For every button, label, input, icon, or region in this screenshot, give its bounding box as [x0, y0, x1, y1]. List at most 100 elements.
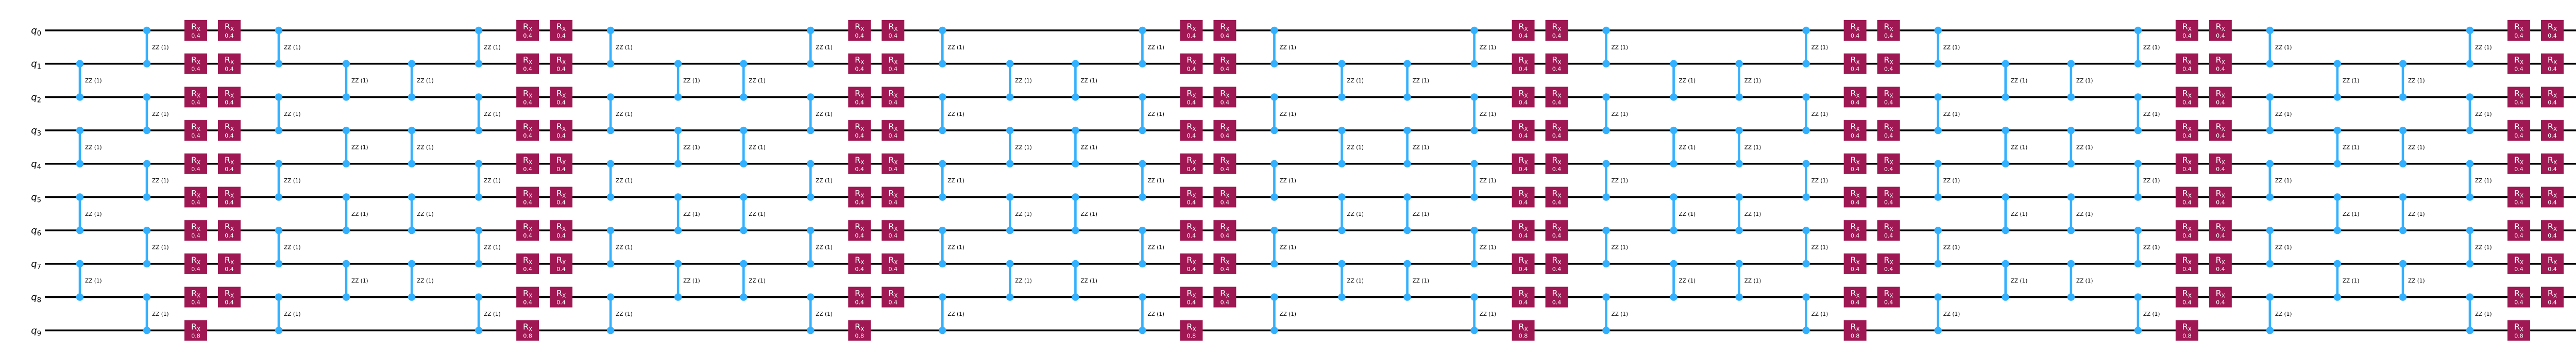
zz-gate-label: ZZ (1)	[1744, 278, 1761, 284]
rx-gate-box	[2175, 153, 2198, 174]
zz-control-dot	[1006, 126, 1014, 134]
rx-gate-symbol: RX	[2514, 289, 2523, 299]
rx-gate-box	[516, 87, 539, 108]
zz-gate-label: ZZ (1)	[2011, 78, 2028, 84]
rx-gate-box	[184, 320, 207, 341]
zz-control-dot	[1270, 26, 1278, 35]
zz-control-dot	[1139, 293, 1146, 301]
zz-control-dot	[2399, 60, 2407, 67]
rx-gate-angle: 0.4	[1552, 132, 1562, 139]
zz-control-dot	[1072, 193, 1079, 201]
rx-gate-symbol: RX	[1518, 55, 1528, 66]
rx-gate-symbol: RX	[523, 55, 532, 66]
rx-gate-symbol: RX	[1552, 289, 1561, 299]
rx-gate-symbol: RX	[1552, 88, 1561, 99]
rx-gate-angle: 0.4	[523, 299, 532, 306]
zz-gate-label: ZZ (1)	[417, 211, 434, 217]
zz-gate-label: ZZ (1)	[284, 44, 301, 50]
rx-gate-angle: 0.4	[1221, 166, 1230, 173]
zz-control-dot	[1470, 60, 1478, 67]
zz-control-dot	[2067, 293, 2075, 301]
rx-gate-box	[2507, 53, 2530, 74]
rx-gate-symbol: RX	[1187, 255, 1196, 266]
rx-gate-symbol: RX	[191, 122, 200, 132]
zz-control-dot	[606, 60, 615, 67]
rx-gate-symbol: RX	[2182, 222, 2192, 232]
rx-gate-angle: 0.4	[1187, 266, 1196, 273]
zz-gate-label: ZZ (1)	[2475, 178, 2492, 184]
zz-control-dot	[143, 93, 151, 101]
rx-gate-box	[848, 53, 871, 74]
zz-control-dot	[1670, 93, 1677, 101]
zz-control-dot	[76, 260, 84, 268]
rx-gate-symbol: RX	[855, 189, 864, 199]
rx-gate-box	[848, 320, 871, 341]
zz-control-dot	[1338, 60, 1346, 67]
zz-control-dot	[342, 126, 350, 134]
zz-control-dot	[2067, 193, 2075, 201]
zz-control-dot	[1006, 193, 1014, 201]
zz-control-dot	[2002, 260, 2009, 268]
zz-gate-label: ZZ (1)	[749, 278, 766, 284]
rx-gate-angle: 0.4	[1851, 299, 1860, 306]
zz-control-dot	[1735, 60, 1743, 67]
zz-control-dot	[408, 260, 416, 268]
rx-gate-box	[2540, 53, 2564, 74]
rx-gate-angle: 0.4	[1884, 99, 1893, 106]
zz-gate-label: ZZ (1)	[2076, 144, 2093, 150]
zz-control-dot	[1670, 260, 1677, 268]
zz-control-dot	[1470, 160, 1478, 167]
zz-gate-label: ZZ (1)	[1744, 144, 1761, 150]
rx-gate-box	[848, 120, 871, 141]
zz-control-dot	[1735, 160, 1743, 167]
rx-gate-symbol: RX	[1518, 155, 1528, 166]
rx-gate-box	[1843, 286, 1867, 308]
rx-gate-box	[2507, 320, 2530, 341]
rx-gate-angle: 0.4	[1851, 166, 1860, 173]
rx-gate-symbol: RX	[855, 289, 864, 299]
rx-gate-symbol: RX	[855, 322, 864, 332]
zz-control-dot	[1735, 260, 1743, 268]
zz-control-dot	[1602, 160, 1610, 167]
rx-gate-box	[218, 286, 241, 308]
rx-gate-box	[882, 87, 905, 108]
zz-control-dot	[275, 126, 283, 134]
rx-gate-symbol: RX	[2216, 289, 2225, 299]
zz-control-dot	[674, 260, 682, 268]
zz-control-dot	[275, 193, 283, 201]
rx-gate-angle: 0.4	[2216, 266, 2225, 273]
rx-gate-box	[1512, 20, 1535, 41]
rx-gate-symbol: RX	[1851, 322, 1860, 332]
zz-control-dot	[143, 260, 151, 268]
rx-gate-symbol: RX	[2216, 155, 2225, 166]
zz-control-dot	[939, 160, 946, 167]
rx-gate-box	[1180, 20, 1203, 41]
rx-gate-symbol: RX	[1884, 155, 1893, 166]
rx-gate-box	[2175, 53, 2198, 74]
zz-control-dot	[1338, 227, 1346, 234]
zz-gate-label: ZZ (1)	[816, 111, 833, 117]
zz-control-dot	[1139, 60, 1146, 67]
rx-gate-symbol: RX	[1851, 22, 1860, 32]
rx-gate-angle: 0.4	[225, 199, 234, 206]
zz-control-dot	[1470, 327, 1478, 334]
rx-gate-symbol: RX	[1552, 55, 1561, 66]
zz-gate-label: ZZ (1)	[2076, 278, 2093, 284]
zz-gate-label: ZZ (1)	[484, 111, 501, 117]
rx-gate-angle: 0.4	[1851, 66, 1860, 73]
rx-gate-box	[882, 253, 905, 274]
rx-gate-angle: 0.4	[2548, 32, 2557, 39]
rx-gate-box	[1512, 187, 1535, 208]
rx-gate-symbol: RX	[855, 155, 864, 166]
zz-control-dot	[2002, 60, 2009, 67]
rx-gate-symbol: RX	[1187, 88, 1196, 99]
zz-gate-label: ZZ (1)	[1679, 78, 1696, 84]
zz-control-dot	[1139, 193, 1146, 201]
zz-control-dot	[1470, 227, 1478, 234]
rx-gate-box	[218, 220, 241, 241]
zz-gate-label: ZZ (1)	[484, 44, 501, 50]
rx-gate-symbol: RX	[888, 55, 897, 66]
rx-gate-box	[516, 320, 539, 341]
zz-gate-label: ZZ (1)	[616, 178, 633, 184]
rx-gate-symbol: RX	[556, 55, 566, 66]
